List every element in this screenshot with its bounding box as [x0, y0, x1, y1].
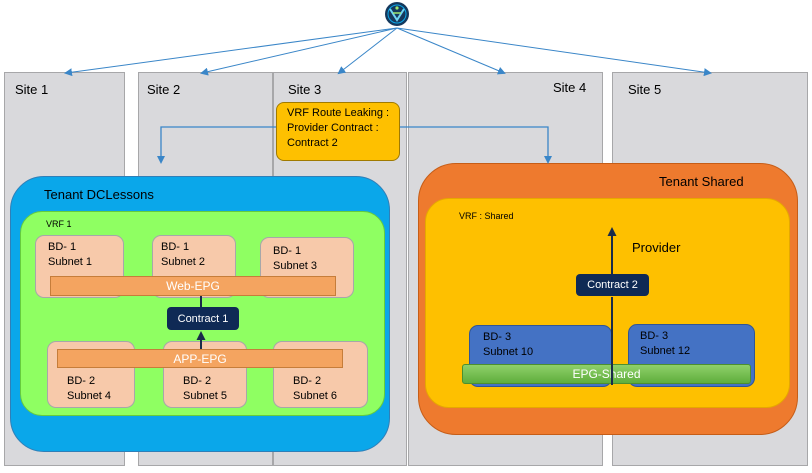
bd-name: BD- 1: [48, 241, 77, 253]
site-label: Site 4: [553, 80, 587, 95]
route-leak-line: VRF Route Leaking :: [287, 107, 390, 119]
contract-label: Contract 2: [587, 279, 638, 291]
controller-link: [64, 27, 398, 77]
bd-subnet: Subnet 6: [293, 390, 338, 402]
vrf-route-leaking-box: VRF Route Leaking : Provider Contract : …: [276, 102, 400, 161]
contract-label: Contract 1: [177, 312, 229, 325]
epg-label: Web-EPG: [166, 279, 220, 293]
contract-2: Contract 2: [576, 274, 649, 296]
bd-name: BD- 2: [293, 375, 322, 387]
contract-1: Contract 1: [167, 307, 239, 330]
web-epg: Web-EPG: [50, 276, 336, 296]
bd-subnet: Subnet 3: [273, 260, 318, 272]
controller-link: [337, 27, 398, 75]
aci-controller-icon: [385, 2, 409, 26]
bd-name: BD- 1: [161, 241, 190, 253]
bd-subnet: Subnet 4: [67, 390, 112, 402]
bd-name: BD- 2: [183, 375, 212, 387]
route-leak-connector-left: [157, 126, 276, 164]
route-leak-line: Provider Contract :: [287, 122, 379, 134]
bd-subnet: Subnet 12: [640, 345, 691, 357]
controller-link: [200, 27, 398, 76]
epg-label: EPG-Shared: [572, 367, 641, 381]
tenant-label: Tenant DCLessons: [44, 187, 154, 202]
controller-link: [396, 27, 506, 75]
vrf-label: VRF : Shared: [459, 211, 514, 221]
bd-subnet: Subnet 10: [483, 346, 534, 358]
bd-name: BD- 1: [273, 245, 302, 257]
controller-link: [396, 27, 712, 77]
provider-label: Provider: [632, 240, 681, 255]
route-leak-line: Contract 2: [287, 137, 338, 149]
route-leak-connector-right: [400, 126, 552, 164]
site-label: Site 2: [147, 82, 181, 97]
epg-label: APP-EPG: [173, 351, 227, 366]
bd-name: BD- 3: [483, 331, 512, 343]
site-label: Site 5: [628, 82, 662, 97]
site-label: Site 3: [288, 82, 322, 97]
tenant-label: Tenant Shared: [659, 174, 744, 189]
bd-subnet: Subnet 5: [183, 390, 228, 402]
app-epg: APP-EPG: [57, 349, 343, 368]
bd-name: BD- 3: [640, 330, 669, 342]
vrf-label: VRF 1: [46, 219, 72, 229]
bd-subnet: Subnet 2: [161, 256, 206, 268]
bd-subnet: Subnet 1: [48, 256, 93, 268]
site-label: Site 1: [15, 82, 49, 97]
bd-name: BD- 2: [67, 375, 96, 387]
epg-shared: EPG-Shared: [462, 364, 751, 384]
